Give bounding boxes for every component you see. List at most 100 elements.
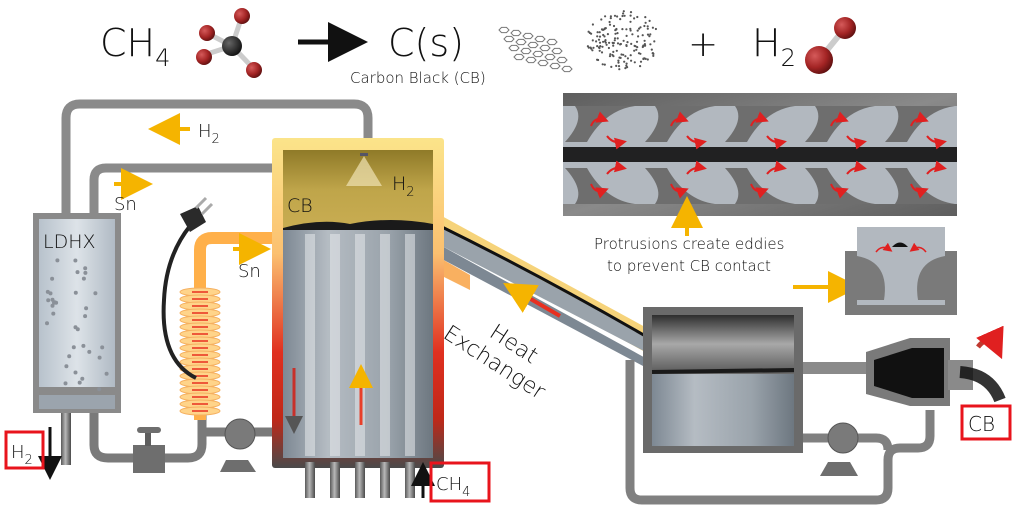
bubble-column <box>355 234 365 456</box>
carbon-particle <box>643 39 646 42</box>
bubble <box>50 276 55 281</box>
carbon-particle <box>629 54 632 57</box>
carbon-particle <box>604 40 607 43</box>
carbon-particle <box>616 15 619 18</box>
heat-exchanger-label: Heat Exchanger <box>439 320 551 406</box>
carbon-particle <box>649 33 652 36</box>
protrusion-detail-panel <box>563 93 957 216</box>
bubble <box>55 258 60 263</box>
carbon-particle <box>590 47 593 50</box>
protrusion-fin-bottom <box>645 168 715 204</box>
carbon-particle <box>605 43 608 46</box>
carbon-particle <box>604 27 607 30</box>
graphene-sheet-icon <box>498 26 573 73</box>
methane-inlet-pipes <box>305 462 415 498</box>
bubble-column <box>305 234 315 456</box>
bubble <box>48 291 53 296</box>
eddy-arrow <box>766 135 787 150</box>
bubble <box>73 370 78 375</box>
bubble <box>77 380 82 385</box>
carbon-particle <box>610 65 613 68</box>
carbon-particle <box>598 31 601 34</box>
eddy-arrow <box>670 183 689 199</box>
carbon-particle <box>630 42 633 46</box>
sn-top-label: Sn <box>114 194 137 215</box>
graphene-hex <box>503 35 515 43</box>
carbon-particle <box>639 65 642 68</box>
carbon-particle <box>609 17 612 20</box>
carbon-particle <box>597 38 601 41</box>
bubble <box>51 311 56 316</box>
protrusion-fin-top <box>885 106 955 142</box>
carbon-particle <box>601 63 604 66</box>
carbon-particle <box>654 27 658 31</box>
rotate-arrow-icon <box>976 325 1004 360</box>
carbon-particle <box>625 64 628 67</box>
eddy-arrow <box>590 111 609 127</box>
protrusion-fin-bottom <box>725 168 795 204</box>
carbon-particle <box>618 68 621 71</box>
nozzle-spray <box>346 156 382 186</box>
valve-icon[interactable] <box>133 427 165 473</box>
reactor-h2-label: H2 <box>392 173 415 200</box>
graphene-hex <box>510 29 522 37</box>
bubble-column <box>380 234 390 456</box>
carbon-particle <box>616 37 619 40</box>
graphene-hex <box>534 35 546 43</box>
carbon-particle <box>637 35 640 38</box>
carbon-particle <box>612 50 615 54</box>
carbon-particle <box>602 40 605 43</box>
carbon-particle <box>644 16 647 19</box>
eddy-arrow <box>686 135 707 150</box>
hydrogen-return-pipe <box>61 99 373 215</box>
graphene-hex <box>551 47 563 55</box>
methane-inlet-pipe <box>380 462 390 498</box>
reaction-equation: CH4 C(s) Carbon Black (CB) + H2 <box>100 8 856 87</box>
pump-icon-left[interactable] <box>220 418 256 472</box>
product-solid-formula: C(s) <box>388 21 464 65</box>
eddy-arrow <box>910 111 929 127</box>
carbon-particle <box>648 35 651 38</box>
ch4-in-label: CH4 <box>436 474 470 500</box>
carbon-particle <box>608 55 612 58</box>
carbon-particle <box>618 56 621 59</box>
bubble <box>46 298 51 303</box>
carbon-particle <box>616 42 620 45</box>
bubble <box>104 371 109 376</box>
carbon-particle <box>603 63 606 66</box>
bubble <box>100 345 105 350</box>
bubble <box>52 300 56 305</box>
h2-out-label: H2 <box>11 442 33 468</box>
carbon-particle <box>619 43 622 46</box>
pump-icon-right[interactable] <box>820 422 859 476</box>
carbon-particle <box>626 41 629 44</box>
carbon-particle <box>606 33 610 36</box>
carbon-particle <box>642 44 645 47</box>
graphene-hex <box>549 62 561 70</box>
graphene-hex <box>520 47 532 55</box>
graphene-hex <box>522 32 534 40</box>
eddy-arrow <box>926 135 947 150</box>
carbon-particle <box>635 48 638 51</box>
carbon-particle <box>591 23 595 26</box>
bubble-column <box>405 234 415 456</box>
carbon-particle <box>613 14 617 17</box>
carbon-particle <box>600 51 604 54</box>
carbon-particle <box>612 24 616 28</box>
methane-inlet-pipe <box>405 462 415 498</box>
reactor-cb-label: CB <box>287 195 313 217</box>
graphene-hex <box>527 41 539 49</box>
heater-coil <box>179 287 221 416</box>
bubble <box>97 387 102 392</box>
carbon-particle <box>623 60 626 63</box>
protrusion-fin-bottom <box>565 168 635 204</box>
carbon-particle <box>601 45 604 48</box>
carbon-particle <box>612 42 615 45</box>
eddy-arrow <box>750 183 769 199</box>
carbon-particle <box>586 45 590 48</box>
tin-return-pipe <box>89 163 276 215</box>
carbon-particle <box>611 53 614 57</box>
bubble <box>71 345 76 350</box>
bubble <box>63 381 68 386</box>
ldhx-vessel: LDHX <box>33 213 121 413</box>
